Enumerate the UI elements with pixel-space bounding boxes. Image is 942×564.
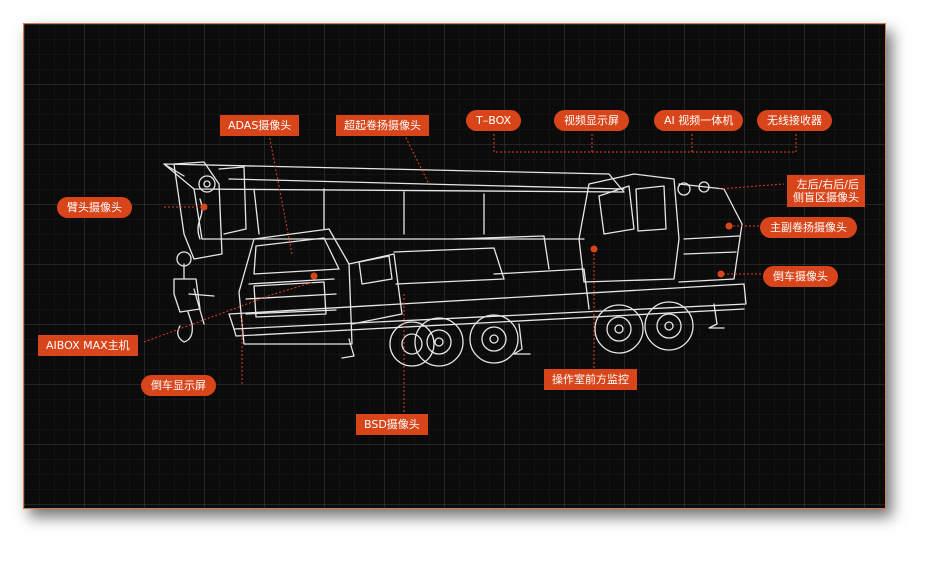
blind-zone-line-1: 左后/右后/后: [796, 178, 859, 191]
label-reverse-screen: 倒车显示屏: [141, 375, 216, 396]
diagram-canvas: ADAS摄像头 超起卷扬摄像头 T–BOX 视频显示屏 AI 视频一体机 无线接…: [23, 23, 886, 509]
label-wireless-receiver: 无线接收器: [757, 110, 832, 131]
label-hoist-camera: 超起卷扬摄像头: [336, 115, 429, 136]
label-bsd-camera: BSD摄像头: [356, 414, 428, 435]
label-reverse-camera: 倒车摄像头: [763, 266, 838, 287]
crane-outline: [163, 161, 747, 367]
label-video-screen: 视频显示屏: [554, 110, 629, 131]
wheels: [389, 301, 694, 367]
background-grid: [24, 24, 885, 508]
label-ai-video-unit: AI 视频一体机: [654, 110, 744, 131]
crane-truck-illustration: [143, 133, 797, 412]
label-aibox-host: AIBOX MAX主机: [38, 335, 138, 356]
label-adas-camera: ADAS摄像头: [220, 115, 300, 136]
label-tbox: T–BOX: [466, 110, 522, 131]
label-main-hoist-camera: 主副卷扬摄像头: [760, 217, 857, 238]
blind-zone-line-2: 侧盲区摄像头: [793, 191, 859, 204]
label-cab-front-monitor: 操作室前方监控: [544, 369, 637, 390]
label-blind-zone-camera: 左后/右后/后 侧盲区摄像头: [787, 175, 865, 207]
label-boom-head-camera: 臂头摄像头: [57, 197, 132, 218]
sensor-markers: [200, 203, 733, 280]
leader-lines: [143, 133, 797, 412]
